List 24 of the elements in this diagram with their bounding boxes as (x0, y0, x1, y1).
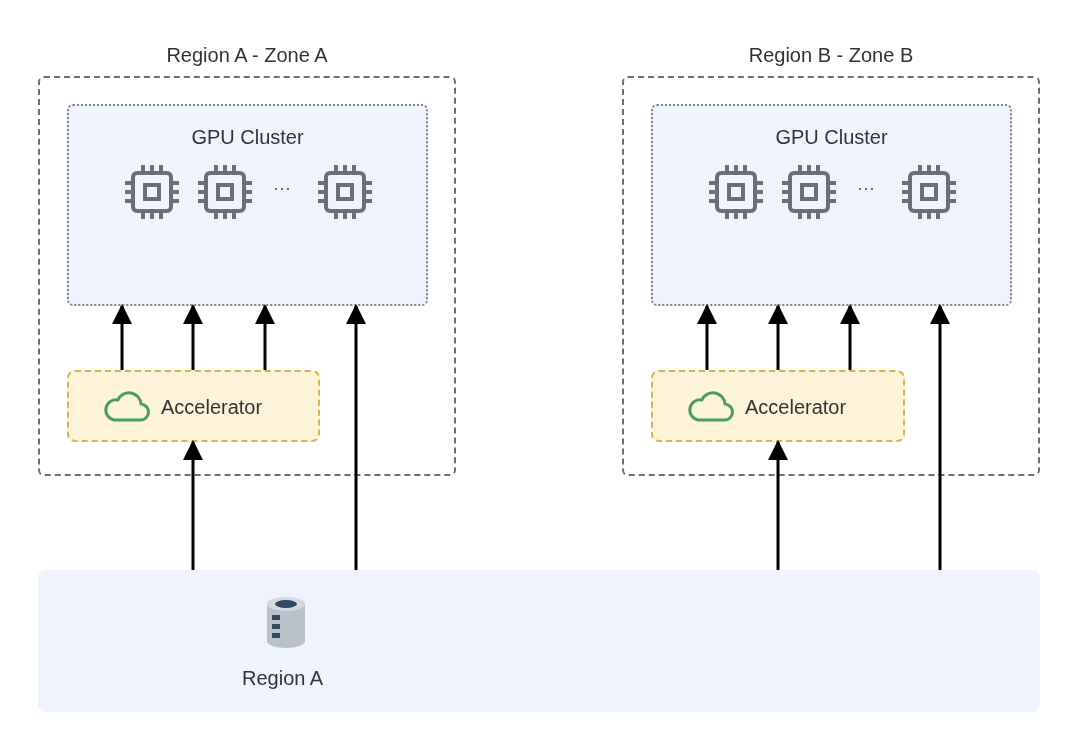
accelerator-label: Accelerator (161, 396, 263, 419)
accelerator-label: Accelerator (745, 396, 847, 419)
arrow (112, 304, 132, 370)
arrow (346, 304, 366, 570)
arrow (768, 304, 788, 370)
arrow (697, 304, 717, 370)
arrow (930, 304, 950, 570)
region-label: Region A (242, 667, 324, 690)
arrow (183, 440, 203, 570)
arrow (183, 304, 203, 370)
zone-heading: Region B - Zone B (747, 44, 915, 67)
arrow (768, 440, 788, 570)
region-band (38, 570, 1040, 712)
zone-heading: Region A - Zone A (165, 44, 329, 67)
gpu-cluster-box (651, 104, 1012, 306)
gpu-cluster-box (67, 104, 428, 306)
arrow (840, 304, 860, 370)
arrow (255, 304, 275, 370)
ellipsis: ··· (273, 178, 291, 199)
accelerator-box (651, 370, 905, 442)
ellipsis: ··· (857, 178, 875, 199)
accelerator-box (67, 370, 320, 442)
cluster-title: GPU Cluster (774, 126, 889, 149)
cluster-title: GPU Cluster (190, 126, 305, 149)
